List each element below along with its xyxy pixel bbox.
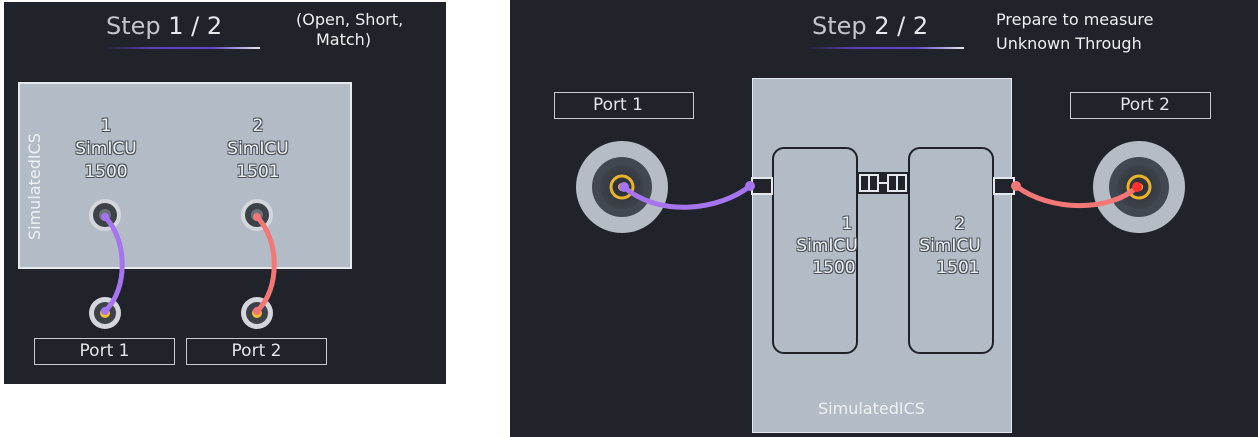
- step1-unit2-index: 2: [252, 116, 264, 136]
- step2-title: Step 2 / 2: [812, 14, 928, 38]
- step1-device: [18, 82, 352, 269]
- step2-port2-label: Port 2: [1070, 92, 1211, 119]
- step1-unit1-model: SimICU: [75, 139, 137, 159]
- step1-note-line1: (Open, Short,: [296, 10, 404, 29]
- step1-port1-label: Port 1: [34, 338, 175, 365]
- step2-unit1-index: 1: [841, 214, 853, 234]
- step2-number: 2 / 2: [874, 12, 929, 40]
- step2-device: [752, 78, 1012, 433]
- step1-title: Step 1 / 2: [106, 14, 222, 38]
- step2-unit2-serial: 1501: [936, 258, 980, 278]
- step1-port2-label: Port 2: [186, 338, 327, 365]
- step2-unit2-box: [908, 147, 994, 354]
- step1-number: 1 / 2: [168, 12, 223, 40]
- step2-underline: [806, 47, 964, 49]
- step2-device-label: SimulatedICS: [818, 399, 925, 418]
- step2-note-line2: Unknown Through: [996, 34, 1142, 53]
- step2-unit2-index: 2: [954, 214, 966, 234]
- step2-note-line1: Prepare to measure: [996, 10, 1154, 29]
- step1-note-line2: Match): [316, 30, 372, 49]
- step2-unit1-box: [772, 147, 858, 354]
- step2-unit2-model: SimICU: [919, 236, 981, 256]
- step1-prefix: Step: [106, 12, 169, 40]
- step2-port1-label: Port 1: [554, 92, 694, 119]
- step1-unit2-serial: 1501: [236, 162, 280, 182]
- step2-unit1-model: SimICU: [796, 236, 858, 256]
- step1-device-label: SimulatedICS: [25, 133, 44, 240]
- step1-unit1-serial: 1500: [84, 162, 128, 182]
- step2-unit1-serial: 1500: [812, 258, 856, 278]
- step1-underline: [104, 47, 260, 49]
- step2-prefix: Step: [812, 12, 875, 40]
- step1-unit2-model: SimICU: [227, 139, 289, 159]
- step1-unit1-index: 1: [100, 116, 112, 136]
